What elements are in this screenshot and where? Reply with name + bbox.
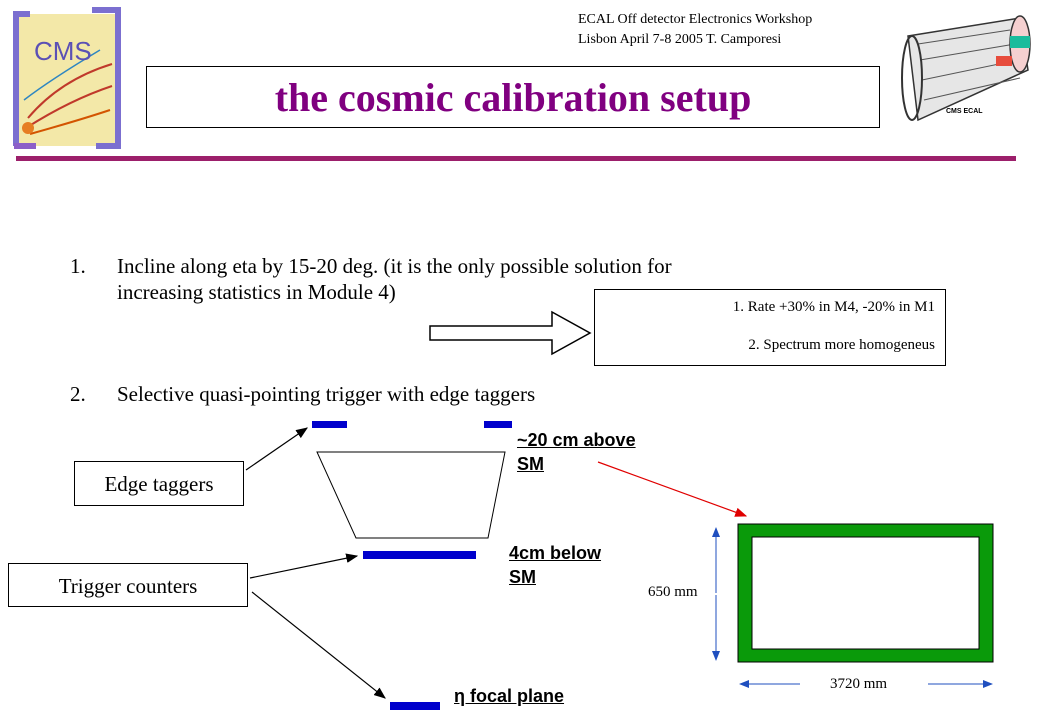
below-line2: SM bbox=[509, 567, 536, 587]
outline-arrow bbox=[429, 310, 592, 356]
calibration-frame-inner bbox=[751, 536, 980, 650]
header-info: ECAL Off detector Electronics Workshop L… bbox=[578, 10, 812, 50]
focal-plane-label: η focal plane bbox=[454, 686, 565, 706]
ecal-image-label: CMS ECAL bbox=[946, 108, 983, 115]
edge-tagger-left bbox=[312, 421, 347, 428]
list-line: Incline along eta by 15-20 deg. (it is t… bbox=[117, 254, 672, 278]
slide-title: the cosmic calibration setup bbox=[146, 66, 880, 128]
trigger-counters-label: Trigger counters bbox=[8, 563, 248, 607]
cms-logo-text: CMS bbox=[34, 36, 92, 66]
above-line1: ~20 cm above bbox=[517, 430, 636, 450]
arrow-trigger-to-focal bbox=[251, 591, 386, 699]
above-line2: SM bbox=[517, 454, 544, 474]
arrow-pointer-red bbox=[597, 461, 748, 517]
ecal-detector-image bbox=[901, 15, 1031, 122]
arrow-trigger-to-counter bbox=[249, 553, 359, 579]
cms-logo bbox=[13, 7, 121, 149]
below-sm-annotation: 4cm below SM bbox=[509, 541, 601, 589]
arrow-edge-to-tagger bbox=[245, 427, 308, 471]
list-number: 2. bbox=[70, 382, 86, 406]
edge-taggers-label: Edge taggers bbox=[74, 461, 244, 506]
edge-tagger-right bbox=[484, 421, 512, 428]
list-item-2: 2. Selective quasi-pointing trigger with… bbox=[70, 381, 535, 407]
list-line: Selective quasi-pointing trigger with ed… bbox=[117, 382, 536, 406]
list-number: 1. bbox=[70, 254, 86, 278]
focal-plane-counter bbox=[390, 702, 440, 710]
note-spectrum: 2. Spectrum more homogeneus bbox=[748, 337, 935, 353]
location-line: Lisbon April 7-8 2005 T. Camporesi bbox=[578, 32, 782, 47]
note-rate: 1. Rate +30% in M4, -20% in M1 bbox=[732, 299, 935, 315]
list-line: increasing statistics in Module 4) bbox=[117, 280, 396, 304]
below-line1: 4cm below bbox=[509, 543, 602, 563]
width-label: 3720 mm bbox=[830, 676, 888, 692]
title-divider bbox=[16, 156, 1016, 161]
trigger-counter-bar bbox=[363, 551, 476, 559]
notes-box: 1. Rate +30% in M4, -20% in M1 2. Spectr… bbox=[594, 289, 946, 366]
workshop-line: ECAL Off detector Electronics Workshop bbox=[578, 12, 813, 27]
above-sm-annotation: ~20 cm above SM bbox=[517, 428, 636, 476]
list-item-1: 1. Incline along eta by 15-20 deg. (it i… bbox=[70, 253, 672, 305]
supermodule-trapezoid bbox=[316, 451, 506, 539]
height-label: 650 mm bbox=[648, 584, 698, 600]
